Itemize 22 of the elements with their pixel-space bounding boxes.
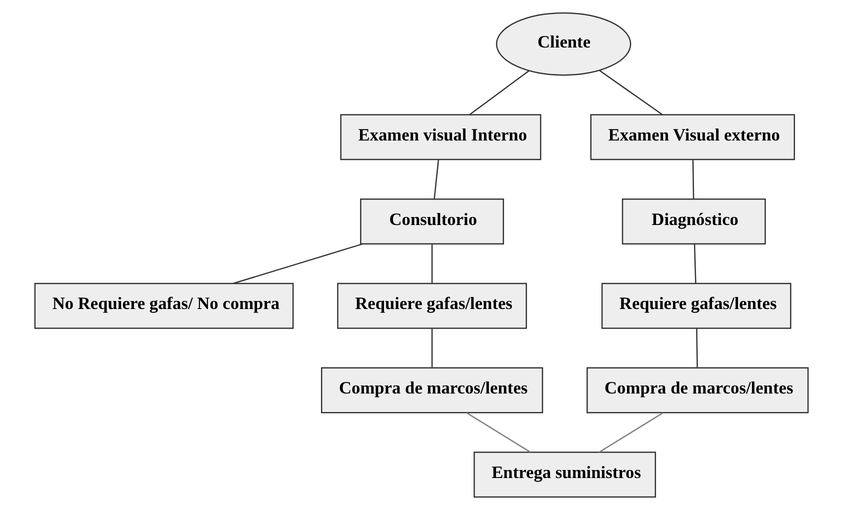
connector <box>430 328 432 368</box>
connector <box>468 70 529 116</box>
node-box: Requiere gafas/lentes <box>336 282 526 329</box>
node-box: Examen visual Interno <box>340 114 541 160</box>
connector <box>692 160 694 199</box>
connector <box>693 244 696 283</box>
connector <box>232 243 362 284</box>
connector <box>430 244 432 283</box>
connector <box>466 412 530 453</box>
connector <box>433 160 439 199</box>
node-ellipse: Cliente <box>495 12 631 76</box>
node-box: Compra de marcos/lentes <box>320 367 543 414</box>
node-box: Compra de marcos/lentes <box>586 367 808 414</box>
node-box: No Requiere gafas/ No compra <box>34 282 294 329</box>
node-box: Examen Visual externo <box>590 114 794 160</box>
connector <box>696 328 698 368</box>
node-box: Consultorio <box>360 198 504 244</box>
connector <box>598 412 663 453</box>
node-box: Requiere gafas/lentes <box>600 282 791 329</box>
connector <box>598 70 662 116</box>
node-box: Diagnóstico <box>621 198 766 244</box>
node-box: Entrega suministros <box>473 452 656 498</box>
